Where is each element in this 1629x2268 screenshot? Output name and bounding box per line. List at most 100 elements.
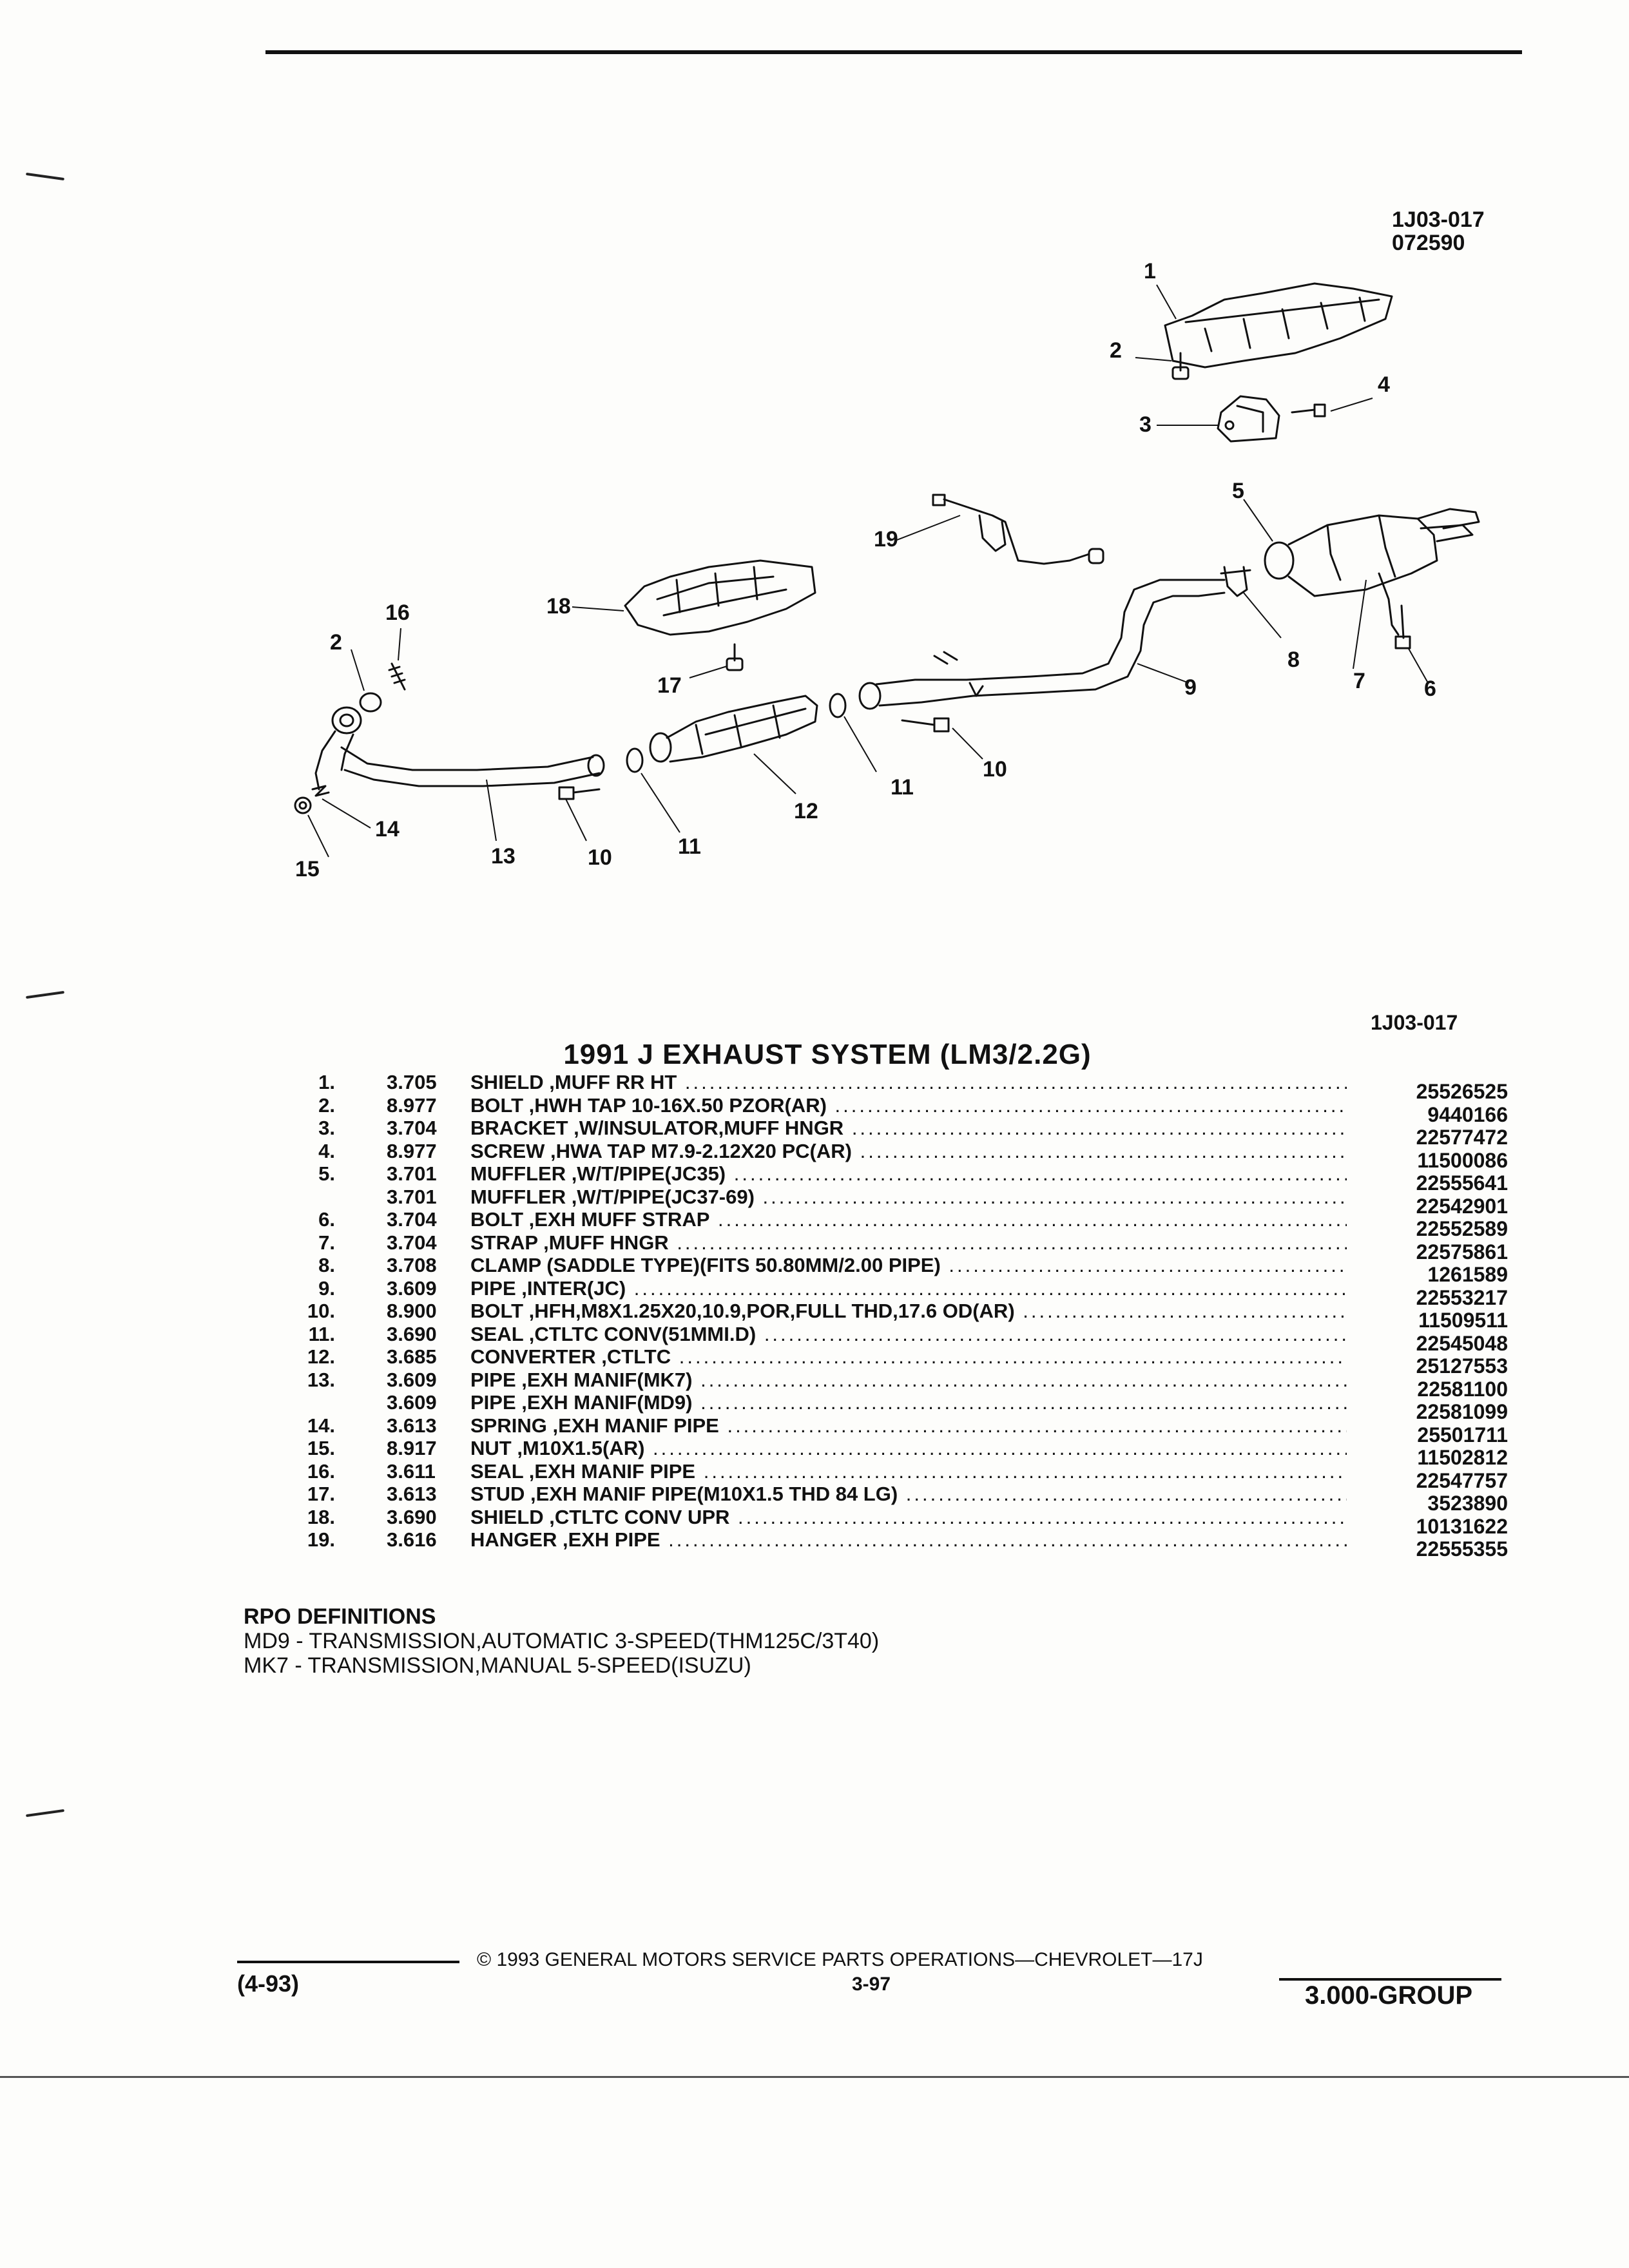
part-group: 3.616 — [387, 1528, 437, 1551]
bolt-2-lower — [726, 643, 744, 671]
part-number: 22545048 — [1416, 1331, 1508, 1355]
part-number: 22542901 — [1416, 1194, 1508, 1218]
margin-mark — [26, 990, 64, 999]
part-ref-number: 5. — [318, 1162, 335, 1185]
bottom-rule — [0, 2076, 1629, 2078]
parts-row: 4. 8.977 SCREW ,HWA TAP M7.9-2.12X20 PC(AR… — [284, 1139, 1508, 1172]
part-description: BOLT ,EXH MUFF STRAP — [470, 1208, 1347, 1231]
callout-number: 5 — [1232, 479, 1244, 503]
part-group: 3.613 — [387, 1414, 437, 1437]
part-group: 3.609 — [387, 1368, 437, 1391]
part-description: PIPE ,EXH MANIF(MK7) — [470, 1369, 1347, 1391]
part-group: 3.701 — [387, 1162, 437, 1185]
part-group: 8.977 — [387, 1093, 437, 1117]
part-ref-number: 15. — [307, 1437, 335, 1459]
rpo-line: MK7 - TRANSMISSION,MANUAL 5-SPEED(ISUZU) — [244, 1653, 751, 1678]
part-group: 8.900 — [387, 1300, 437, 1322]
callout-number: 17 — [657, 673, 682, 698]
part-number: 1261589 — [1427, 1263, 1508, 1286]
part-description: MUFFLER ,W/T/PIPE(JC35) — [470, 1162, 1347, 1185]
part-description: SHIELD ,MUFF RR HT — [470, 1071, 1347, 1093]
part-ref-number: 11. — [308, 1322, 335, 1345]
part-number: 22553217 — [1416, 1285, 1508, 1309]
part-group: 3.613 — [387, 1483, 437, 1505]
date-code: (4-93) — [237, 1970, 300, 1997]
footer-rule-left — [237, 1961, 459, 1963]
converter-upper-shield — [624, 559, 816, 636]
part-description: PIPE ,INTER(JC) — [470, 1277, 1347, 1300]
part-group: 3.701 — [387, 1185, 437, 1208]
muffler-heat-shield — [1164, 282, 1393, 369]
part-ref-number: 13. — [307, 1368, 335, 1391]
callout-number: 4 — [1378, 372, 1390, 397]
callout-number: 15 — [295, 857, 320, 881]
manifold-seal — [359, 692, 382, 713]
page-title: 1991 J EXHAUST SYSTEM (LM3/2.2G) — [563, 1039, 1092, 1070]
part-group: 3.690 — [387, 1322, 437, 1345]
part-number: 25501711 — [1417, 1423, 1508, 1446]
rpo-heading: RPO DEFINITIONS — [244, 1604, 436, 1629]
part-description: PIPE ,EXH MANIF(MD9) — [470, 1391, 1347, 1414]
callout-number: 3 — [1139, 412, 1152, 437]
part-group: 3.690 — [387, 1505, 437, 1528]
part-description: SEAL ,CTLTC CONV(51MMI.D) — [470, 1323, 1347, 1345]
part-group: 3.611 — [387, 1459, 436, 1483]
part-ref-number: 10. — [307, 1300, 335, 1322]
callout-number: 2 — [1110, 338, 1122, 363]
part-number: 10131622 — [1416, 1514, 1508, 1538]
part-ref-number: 17. — [307, 1483, 335, 1505]
saddle-clamp — [1220, 566, 1251, 597]
part-group: 3.705 — [387, 1071, 437, 1093]
part-description: MUFFLER ,W/T/PIPE(JC37-69) — [470, 1186, 1347, 1208]
part-group: 3.708 — [387, 1254, 437, 1276]
group-label: 3.000-GROUP — [1305, 1981, 1473, 2010]
rpo-line: MD9 - TRANSMISSION,AUTOMATIC 3-SPEED(THM… — [244, 1629, 880, 1653]
part-number: 22581099 — [1416, 1400, 1508, 1423]
part-description: CLAMP (SADDLE TYPE)(FITS 50.80MM/2.00 PI… — [470, 1254, 1347, 1276]
part-description: HANGER ,EXH PIPE — [470, 1528, 1347, 1551]
part-group: 3.704 — [387, 1117, 437, 1139]
rpo-definitions: RPO DEFINITIONS MD9 - TRANSMISSION,AUTOM… — [244, 1604, 879, 1678]
converter-seal-front — [626, 747, 644, 773]
callout-number: 19 — [874, 527, 898, 552]
part-description: NUT ,M10X1.5(AR) — [470, 1437, 1347, 1459]
callout-number: 13 — [491, 844, 516, 869]
bolt-10-right — [901, 717, 950, 733]
callout-number: 12 — [794, 799, 818, 823]
callout-number: 1 — [1144, 259, 1156, 284]
part-description: SPRING ,EXH MANIF PIPE — [470, 1414, 1347, 1437]
part-number: 11500086 — [1417, 1148, 1508, 1172]
part-ref-number: 4. — [318, 1139, 335, 1162]
part-description: SEAL ,EXH MANIF PIPE — [470, 1460, 1347, 1483]
margin-mark — [26, 1809, 64, 1818]
muffler-strap — [1378, 572, 1411, 649]
part-number: 22581100 — [1417, 1377, 1508, 1401]
exhaust-manifold-pipe — [314, 706, 605, 791]
part-ref-number: 3. — [318, 1117, 335, 1139]
exhaust-hanger — [932, 494, 1104, 565]
spring-and-nut — [294, 785, 330, 814]
part-ref-number: 2. — [318, 1093, 335, 1117]
part-ref-number: 12. — [307, 1345, 335, 1368]
callout-number: 11 — [891, 775, 914, 800]
part-description: CONVERTER ,CTLTC — [470, 1345, 1347, 1368]
muffler — [1264, 508, 1480, 597]
callout-number: 9 — [1184, 675, 1197, 700]
part-group: 8.977 — [387, 1139, 437, 1162]
part-description: SCREW ,HWA TAP M7.9-2.12X20 PC(AR) — [470, 1140, 1347, 1162]
manifold-stud — [388, 662, 406, 691]
part-number: 11502812 — [1417, 1446, 1508, 1469]
illustration-date: 072590 — [1392, 231, 1465, 255]
part-ref-number: 8. — [318, 1254, 335, 1276]
